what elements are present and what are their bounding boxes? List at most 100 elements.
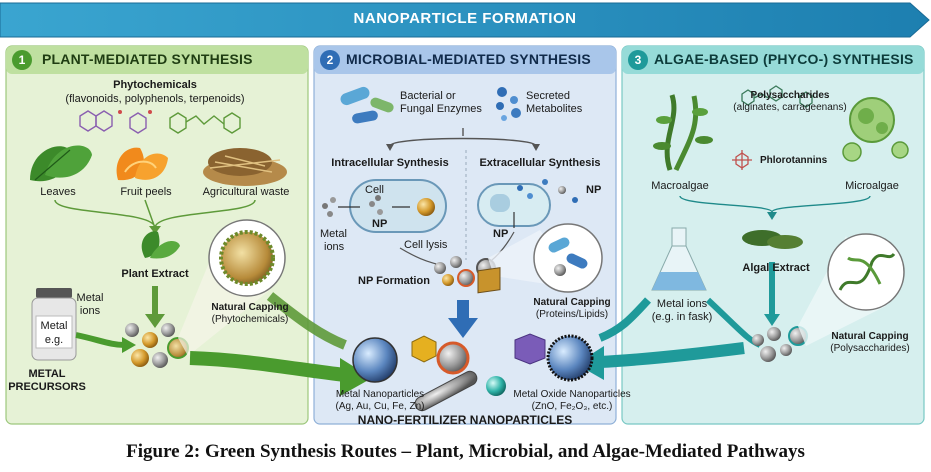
np-particle [417,198,435,216]
intracellular-cell [349,179,447,233]
panel-1-title: PLANT-MEDIATED SYNTHESIS [42,51,253,67]
metal-np-sub: (Ag, Au, Cu, Fe, Zn) [335,401,425,412]
metal-precursors-2: PRECURSORS [8,381,86,393]
metal-ions-arrowhead [122,337,136,353]
metal-ions-label: Metal [76,292,104,304]
panel-1-output-arrowhead [340,358,372,396]
source-fruit-peels: Fruit peels [120,186,172,198]
phytochemicals-title: Phytochemicals [113,79,197,91]
macroalgae-icon [653,94,713,172]
split-arrow [389,128,537,147]
capping-title-3: Natural Capping [831,331,909,342]
metal-ions-label-p3: Metal ions [656,298,708,310]
enzymes-line-1: Bacterial or [400,90,456,102]
enzymes-line-2: Fungal Enzymes [400,103,482,115]
oxide-np-label: Metal Oxide Nanoparticles [513,389,631,400]
molecule-icon [169,112,241,134]
capping-title-2: Natural Capping [533,297,611,308]
metal-ions-label-p2-2: ions [324,241,345,253]
np-cluster-1 [125,323,189,368]
plant-extract-icon [141,231,180,259]
microalgae-icon [842,97,909,162]
np-formation-label: NP Formation [358,275,430,287]
capping-zoom-2 [533,223,603,293]
microalgae-label: Microalgae [845,180,899,192]
arrow [399,247,437,265]
metal-precursors-1: METAL [28,368,66,380]
panel-2-title: MICROBIAL-MEDIATED SYNTHESIS [346,51,591,67]
panel-1-output-arrow [189,351,346,382]
intracellular-label: Intracellular Synthesis [331,157,449,169]
panel-2-number-badge [320,50,340,70]
merge-arrowhead [149,226,161,234]
panel-3-number: 3 [634,53,642,67]
split-arrowhead [532,144,540,151]
panel-2-number: 2 [326,53,334,67]
merge-arrowhead [767,212,777,220]
capping-sub-1: (Phytochemicals) [211,314,289,325]
agricultural-waste-icon [203,148,287,186]
source-agricultural-waste: Agricultural waste [202,186,290,198]
plant-extract-label: Plant Extract [121,268,189,280]
capping-title-1: Natural Capping [211,302,289,313]
extract-arrowhead [764,314,780,326]
extracellular-label: Extracellular Synthesis [479,157,601,169]
polysaccharide-molecule-icon [741,85,813,108]
leaves-icon [30,145,92,182]
metal-np-label: Metal Nanoparticles [335,389,425,400]
oxide-np-sub: (ZnO, Fe₂O₃, etc.) [531,401,613,412]
polysaccharides-label: Polysaccharides [750,90,830,101]
jar-label-2: e.g. [44,334,64,346]
polysaccharides-sub: (alginates, carrageenans) [733,102,847,113]
merge-arrow [54,199,256,229]
cell-lysis-label: Cell lysis [404,239,448,251]
cell-label: Cell [365,184,384,196]
panel-3-output-arrow [599,342,745,368]
capping-sub-3: (Polysaccharides) [830,343,910,354]
algal-extract-icon [742,230,803,249]
metabolites-line-1: Secreted [526,90,571,102]
extracellular-cell [477,179,578,227]
capping-zoom-1 [208,219,286,297]
metal-ions-label-p3-2: (e.g. in fask) [651,311,713,323]
phlorotannin-molecule-icon [732,150,752,170]
fruit-peels-icon [116,147,168,181]
banner-title: NANOPARTICLE FORMATION [353,10,577,27]
phlorotannins-label: Phlorotannins [760,155,828,166]
algal-extract-label: Algal Extract [742,262,810,274]
molecule-icon [79,110,152,134]
nano-fertilizer-title: NANO-FERTILIZER NANOPARTICLES [357,413,573,427]
metal-ions-dots [322,195,383,217]
flask-icon [651,227,707,291]
panel-1-number-badge [12,50,32,70]
merge-arrow [679,195,871,213]
panel-2-bg [313,45,617,425]
bacteria-icon [340,86,394,124]
panel-1-number: 1 [18,53,26,67]
metabolites-icon [496,87,521,121]
np-label-extra: NP [493,228,509,240]
panel-2-output-arrowhead [448,318,478,338]
source-leaves: Leaves [40,186,76,198]
panel-3-title: ALGAE-BASED (PHYCO-) SYNTHESIS [654,51,914,67]
panel-3-output-arrow-2 [598,297,651,342]
figure-caption: Figure 2: Green Synthesis Routes – Plant… [126,441,805,462]
metal-precursor-jar [31,288,77,361]
phytochemicals-subtitle: (flavonoids, polyphenols, terpenoids) [65,93,245,105]
banner-arrow [0,2,930,38]
macroalgae-label: Macroalgae [651,180,709,192]
split-arrowhead [386,144,394,151]
np-label-extra-top: NP [586,184,602,196]
panel-1-output-arrow-2 [266,292,347,350]
metal-ions-arrow [75,332,126,348]
metabolites-line-2: Metabolites [526,103,583,115]
np-label-intra: NP [372,218,388,230]
metal-ions-label-2: ions [79,305,101,317]
metal-ions-label-p2: Metal [320,228,347,240]
jar-label: Metal [40,320,68,332]
extract-arrowhead [145,314,165,328]
capping-sub-2: (Proteins/Lipids) [535,309,609,320]
nano-fertilizer-products [352,267,594,412]
